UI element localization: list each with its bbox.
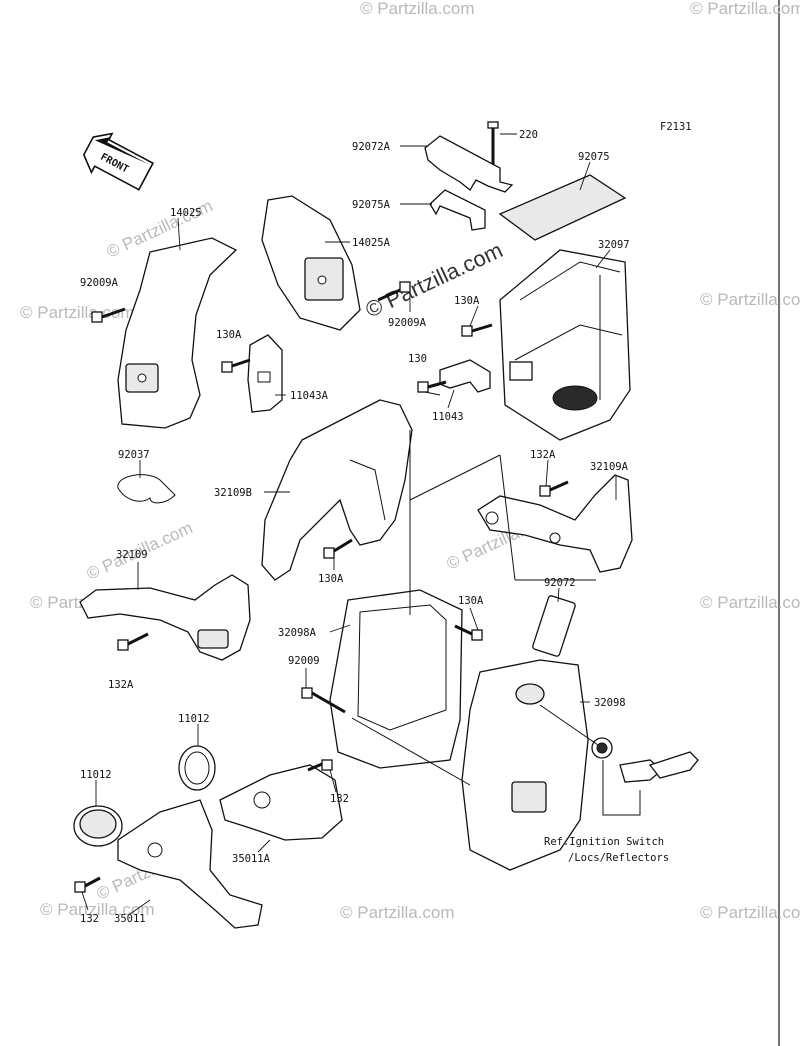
bolt-130 <box>417 380 447 393</box>
bolt-132a-left <box>117 632 149 651</box>
figure-code: F2131 <box>660 121 692 133</box>
bolt-92009a-left <box>91 307 126 323</box>
ring-11012-top <box>178 745 216 791</box>
callout-label: 92075A <box>352 199 391 211</box>
callout-label: 11043 <box>432 411 464 423</box>
case-32098-reflector <box>511 781 547 813</box>
callout-label: 32109B <box>214 487 252 499</box>
callout-label: 132 <box>80 913 99 925</box>
watermark-text: © Partzilla.com <box>690 0 800 18</box>
key-icon <box>619 751 699 783</box>
arm-32109a-hole <box>485 511 499 525</box>
assembly-lines <box>351 430 599 786</box>
callout-label: 92072A <box>352 141 391 153</box>
bracket-35011-hole <box>147 842 163 858</box>
callout-label: 92009A <box>388 317 427 329</box>
callout-label: 32109 <box>116 549 148 561</box>
callout-label: 92037 <box>118 449 150 461</box>
arm-32109-slot <box>197 629 229 649</box>
watermark-text: © Partzilla.com <box>360 0 475 18</box>
callout-label: 130 <box>408 353 427 365</box>
callout-label: 35011A <box>232 853 271 865</box>
watermark-text: © Partzilla.com <box>700 593 800 612</box>
callout-label: 92072 <box>544 577 576 589</box>
bolt-92009 <box>301 687 346 714</box>
callout-label: 132A <box>530 449 556 461</box>
cover-14025a-hole <box>317 275 327 285</box>
bolt-130a-bracket <box>221 358 251 373</box>
callout-label: 32097 <box>598 239 630 251</box>
watermark-text: © Partzilla.com <box>700 903 800 922</box>
callout-label: 92009A <box>80 277 119 289</box>
case-32098-keyhole <box>515 683 545 705</box>
bracket-11043a-slot <box>257 371 271 383</box>
bracket-35011a-hole <box>253 791 271 809</box>
bracket-92072a <box>424 135 514 193</box>
cover-14025-hole <box>137 373 147 383</box>
case-32098a-inner <box>357 604 447 731</box>
callout-label: 11012 <box>80 769 112 781</box>
bracket-11043 <box>439 359 491 393</box>
case-32098 <box>461 659 589 871</box>
bracket-35011a <box>219 764 343 841</box>
bolt-132-left <box>74 876 101 893</box>
callout-label: 32098A <box>278 627 317 639</box>
callout-label: 14025A <box>352 237 391 249</box>
watermark-text: © Partzilla.com <box>40 900 155 919</box>
reference-note-line2: /Locs/Reflectors <box>568 852 669 864</box>
bolt-130a-case <box>454 624 483 641</box>
leader-lines <box>81 133 617 915</box>
callout-label: 220 <box>519 129 538 141</box>
callout-label: 130A <box>458 595 484 607</box>
callout-label: 11043A <box>290 390 329 402</box>
reference-bracket <box>602 760 641 816</box>
arm-32109b <box>261 399 413 581</box>
bolt-130a-battery <box>461 323 493 337</box>
watermark-text: © Partzilla.com <box>340 903 455 922</box>
callout-label: 130A <box>454 295 480 307</box>
callout-label: 35011 <box>114 913 146 925</box>
callout-label: 132 <box>330 793 349 805</box>
strap-92072 <box>532 595 576 657</box>
bolt-130a-arm <box>323 538 353 559</box>
callout-label: 130A <box>216 329 242 341</box>
watermark-text: © Partzilla.com <box>20 303 135 322</box>
ignition-lock-icon <box>591 737 613 759</box>
front-arrow-icon: FRONT <box>82 132 155 191</box>
bolt-132-center <box>307 759 333 772</box>
callout-label: 14025 <box>170 207 202 219</box>
bolt-92009a-center <box>377 281 411 302</box>
bracket-92075a <box>429 189 486 231</box>
bracket-35011 <box>117 799 263 929</box>
battery-case-32097 <box>499 249 631 441</box>
reference-note-line1: Ref.Ignition Switch <box>544 836 664 848</box>
callout-label: 32109A <box>590 461 629 473</box>
arm-32109a-hole <box>549 532 561 544</box>
callout-label: 130A <box>318 573 344 585</box>
callout-label: 32098 <box>594 697 626 709</box>
watermark-text: © Partzilla.com <box>700 290 800 309</box>
callouts: 220 92072A 92075 92075A 14025 14025A 320… <box>80 129 630 925</box>
callout-label: 132A <box>108 679 134 691</box>
bolt-132a-right <box>539 480 569 497</box>
callout-label: 92009 <box>288 655 320 667</box>
callout-label: 11012 <box>178 713 210 725</box>
callout-label: 92075 <box>578 151 610 163</box>
arm-32109a <box>477 474 633 573</box>
watermark-text: © Partzilla.com <box>362 237 507 322</box>
cap-11012-left <box>73 805 123 847</box>
clamp-92037 <box>117 474 176 504</box>
case-32098a <box>329 589 463 769</box>
pad-92075 <box>498 174 627 241</box>
reference-note: Ref.Ignition Switch /Locs/Reflectors <box>544 836 669 864</box>
arm-32109b-ridge <box>349 459 386 521</box>
